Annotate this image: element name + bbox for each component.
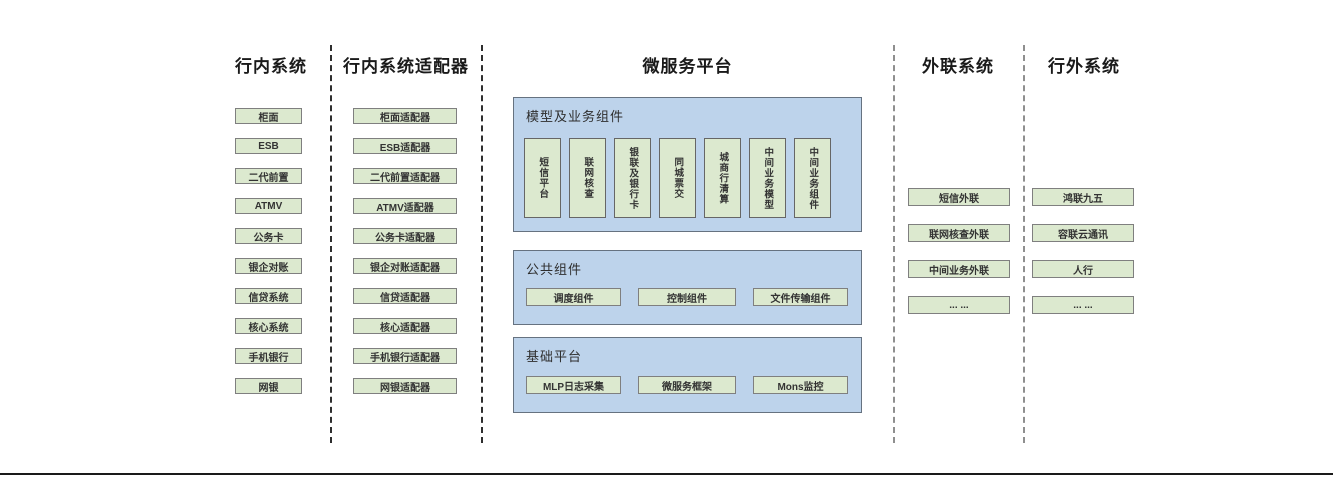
adapter-box: ATMV适配器 [353,198,457,214]
component-box: 微服务框架 [638,376,736,394]
base-platform-row: MLP日志采集 微服务框架 Mons监控 [526,376,848,394]
system-box: 人行 [1032,260,1134,278]
model-components-row: 短信平台 联网核查 银联及银行卡 同城票交 城商行清算 中间业务模型 中间业务组… [524,138,831,218]
column-title-microservice-platform: 微服务平台 [642,57,733,76]
component-box: 中间业务组件 [794,138,831,218]
column-internal-systems: 柜面 ESB 二代前置 ATMV 公务卡 银企对账 信贷系统 核心系统 手机银行… [235,108,302,394]
component-box: 短信平台 [524,138,561,218]
column-title-external-systems: 行外系统 [1048,57,1120,76]
system-box: 短信外联 [908,188,1010,206]
section-label: 公共组件 [526,262,583,277]
system-box: ESB [235,138,302,154]
platform-section-base-platform: 基础平台 MLP日志采集 微服务框架 Mons监控 [513,337,862,413]
adapter-box: 银企对账适配器 [353,258,457,274]
column-separator [1023,45,1025,443]
system-box: 鸿联九五 [1032,188,1134,206]
common-components-row: 调度组件 控制组件 文件传输组件 [526,288,848,306]
system-box: 中间业务外联 [908,260,1010,278]
system-box: 公务卡 [235,228,302,244]
system-box: 容联云通讯 [1032,224,1134,242]
column-title-internal-adapters: 行内系统适配器 [343,57,469,76]
component-label: 城商行清算 [717,151,729,205]
column-title-internal-systems: 行内系统 [235,57,307,76]
component-label: 短信平台 [537,157,549,199]
platform-section-common-components: 公共组件 调度组件 控制组件 文件传输组件 [513,250,862,325]
system-box: 手机银行 [235,348,302,364]
column-separator [481,45,483,443]
column-internal-adapters: 柜面适配器 ESB适配器 二代前置适配器 ATMV适配器 公务卡适配器 银企对账… [353,108,457,394]
component-box: 文件传输组件 [753,288,848,306]
system-box: 信贷系统 [235,288,302,304]
component-box: 中间业务模型 [749,138,786,218]
system-box: 核心系统 [235,318,302,334]
system-box: ... ... [1032,296,1134,314]
adapter-box: 柜面适配器 [353,108,457,124]
platform-section-model-components: 模型及业务组件 短信平台 联网核查 银联及银行卡 同城票交 城商行清算 中间业务… [513,97,862,232]
component-box: Mons监控 [753,376,848,394]
adapter-box: 公务卡适配器 [353,228,457,244]
adapter-box: 手机银行适配器 [353,348,457,364]
adapter-box: 二代前置适配器 [353,168,457,184]
column-external-systems: 鸿联九五 容联云通讯 人行 ... ... [1032,188,1134,314]
component-label: 同城票交 [672,157,684,199]
adapter-box: 信贷适配器 [353,288,457,304]
component-box: 银联及银行卡 [614,138,651,218]
component-label: 中间业务组件 [807,146,819,210]
system-box: ATMV [235,198,302,214]
system-box: 网银 [235,378,302,394]
component-box: MLP日志采集 [526,376,621,394]
system-box: 二代前置 [235,168,302,184]
column-title-outbound-systems: 外联系统 [922,57,994,76]
adapter-box: ESB适配器 [353,138,457,154]
system-box: ... ... [908,296,1010,314]
adapter-box: 核心适配器 [353,318,457,334]
bottom-rule [0,473,1333,475]
adapter-box: 网银适配器 [353,378,457,394]
column-separator [330,45,332,443]
section-label: 模型及业务组件 [526,109,625,124]
component-box: 城商行清算 [704,138,741,218]
system-box: 柜面 [235,108,302,124]
component-box: 控制组件 [638,288,736,306]
column-separator [893,45,895,443]
component-box: 同城票交 [659,138,696,218]
component-box: 联网核查 [569,138,606,218]
column-outbound-systems: 短信外联 联网核查外联 中间业务外联 ... ... [908,188,1010,314]
component-label: 联网核查 [582,157,594,199]
section-label: 基础平台 [526,349,583,364]
component-label: 中间业务模型 [762,146,774,210]
system-box: 联网核查外联 [908,224,1010,242]
system-box: 银企对账 [235,258,302,274]
component-box: 调度组件 [526,288,621,306]
component-label: 银联及银行卡 [627,146,639,210]
